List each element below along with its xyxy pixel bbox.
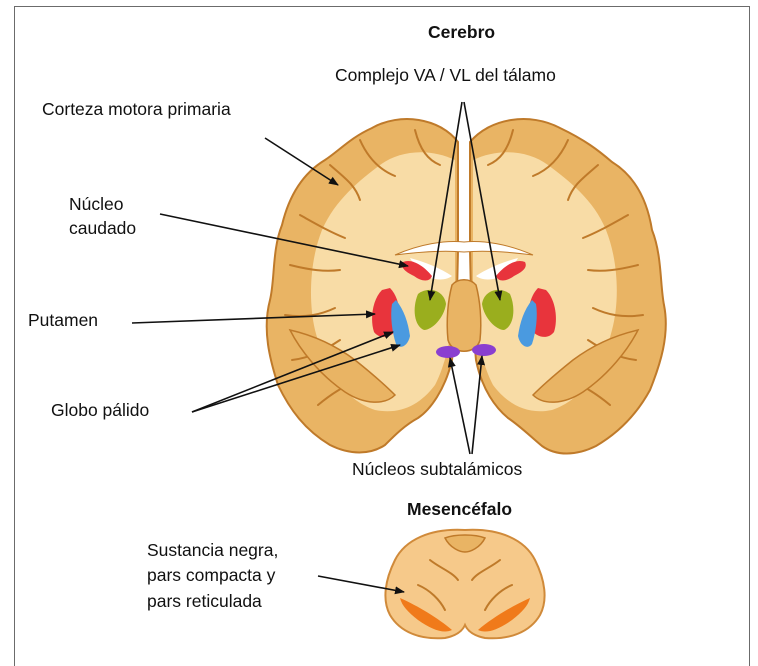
subthalamic-right bbox=[472, 344, 496, 356]
label-globo-palido: Globo pálido bbox=[51, 398, 149, 422]
arrow-subtalamicos-left bbox=[450, 358, 470, 454]
label-caudado: caudado bbox=[69, 216, 136, 240]
label-sustancia-negra: Sustancia negra, bbox=[147, 538, 278, 562]
label-nucleo: Núcleo bbox=[69, 192, 123, 216]
label-corteza-motora: Corteza motora primaria bbox=[42, 97, 231, 121]
title-cerebro: Cerebro bbox=[428, 20, 495, 44]
label-complejo-va-vl: Complejo VA / VL del tálamo bbox=[335, 63, 556, 87]
label-nucleos-subtalamicos: Núcleos subtalámicos bbox=[352, 457, 522, 481]
label-pars-compacta: pars compacta y bbox=[147, 563, 275, 587]
midbrain-section bbox=[385, 530, 544, 639]
title-mesencefalo: Mesencéfalo bbox=[407, 497, 512, 521]
label-pars-reticulada: pars reticulada bbox=[147, 589, 262, 613]
arrow-subtalamicos-right bbox=[472, 356, 482, 454]
coronal-brain-section bbox=[267, 119, 666, 453]
label-putamen: Putamen bbox=[28, 308, 98, 332]
thalamus-body bbox=[447, 280, 481, 352]
subthalamic-left bbox=[436, 346, 460, 358]
